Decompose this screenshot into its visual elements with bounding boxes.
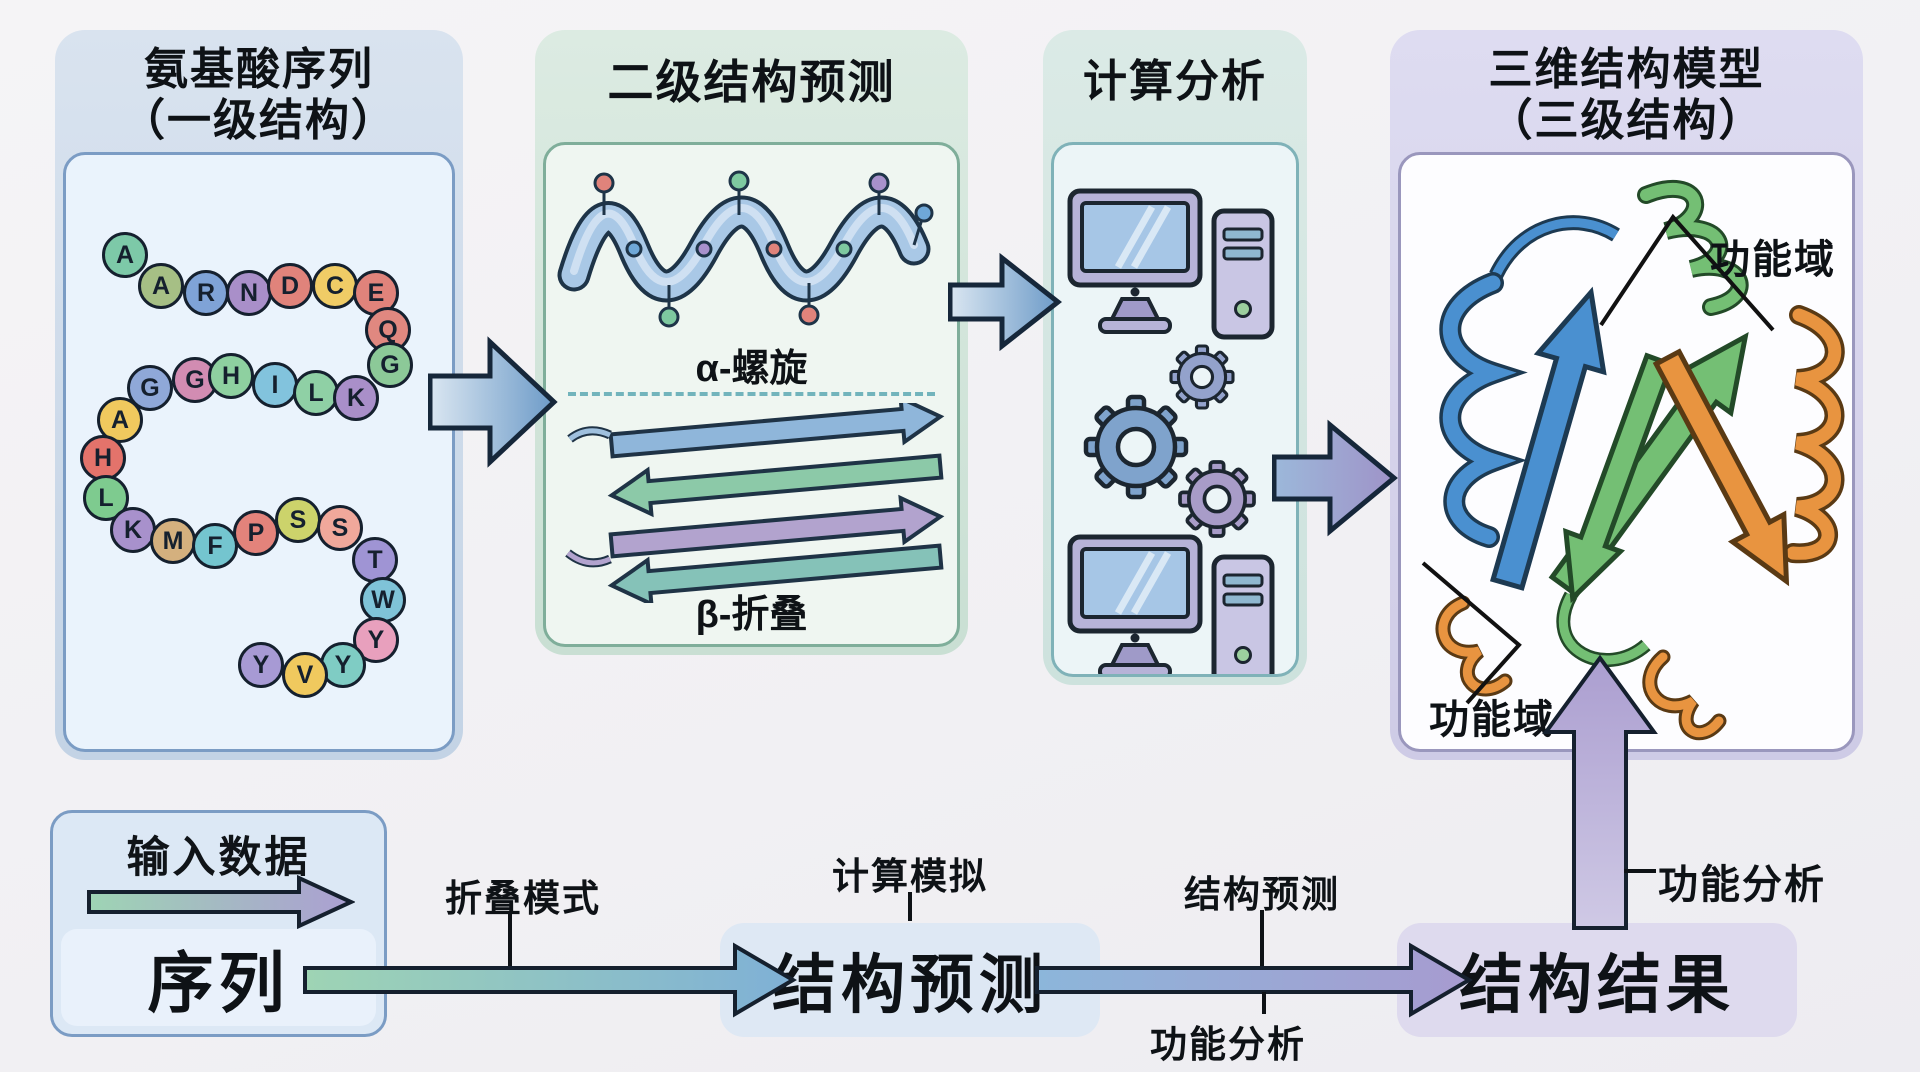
compute-box [1051, 142, 1299, 677]
domain-label-top: 功能域 [1710, 238, 1836, 282]
function-analysis-up-label: 功能分析 [1658, 863, 1826, 907]
panel-primary-title: 氨基酸序列 （一级结构） [55, 30, 463, 146]
panel-secondary-title: 二级结构预测 [607, 56, 896, 108]
amino-acid-T: T [352, 537, 398, 583]
amino-acid-K: K [333, 375, 379, 421]
arrow-prediction-to-result [1035, 942, 1473, 1018]
alpha-helix-label: α-螺旋 [695, 348, 808, 390]
panel-compute-title: 计算分析 [1083, 57, 1267, 106]
function-analysis-annotation: 功能分析 [1150, 1024, 1306, 1065]
amino-acid-W: W [360, 577, 406, 623]
amino-acid-M: M [150, 518, 196, 564]
amino-acid-A: A [138, 263, 184, 309]
secondary-structure-box: α-螺旋 β-折叠 [543, 142, 960, 647]
arrow-compute-to-tertiary [1272, 419, 1398, 537]
panel-tertiary-title-line1: 三维结构模型 [1488, 45, 1765, 94]
input-data-box: 输入数据 序列 [50, 810, 387, 1037]
beta-sheet-illustration [565, 403, 945, 603]
amino-acid-K: K [110, 507, 156, 553]
domain-bracket-bottom [1421, 561, 1522, 705]
divider-dashed-line [568, 392, 935, 396]
amino-acid-S: S [317, 505, 363, 551]
structure-result-label: 结构结果 [1459, 949, 1735, 1021]
amino-acid-A: A [102, 232, 148, 278]
computer-icon [1070, 191, 1272, 337]
alpha-helix-illustration [557, 170, 934, 328]
amino-acid-H: H [208, 353, 254, 399]
gear-icon-small-top [1169, 344, 1235, 410]
amino-acid-V: V [282, 652, 328, 698]
tick-compute-simulation [908, 892, 912, 921]
panel-tertiary-model: 三维结构模型 （三级结构） [1390, 30, 1863, 760]
fold-mode-label: 折叠模式 [445, 878, 601, 919]
tick-function-analysis [1262, 992, 1266, 1014]
gear-icon-small-purple [1178, 460, 1256, 538]
amino-acid-H: H [80, 435, 126, 481]
tertiary-structure-box: 功能域 功能域 [1398, 152, 1855, 752]
beta-sheet-label: β-折叠 [695, 594, 808, 636]
computers-and-gears-illustration [1054, 145, 1296, 674]
structure-prediction-annotation: 结构预测 [1184, 874, 1340, 915]
amino-acid-N: N [226, 270, 272, 316]
compute-simulation-label: 计算模拟 [832, 856, 988, 897]
domain-bracket-top [1599, 213, 1775, 332]
amino-acid-I: I [252, 362, 298, 408]
arrow-result-to-model [1542, 654, 1658, 930]
amino-acid-F: F [192, 523, 238, 569]
tick-function-analysis-up [1624, 869, 1656, 873]
tick-structure-prediction [1260, 910, 1264, 966]
amino-acid-L: L [293, 370, 339, 416]
panel-primary-title-line2: （一级结构） [121, 96, 397, 146]
amino-acid-G: G [367, 342, 413, 388]
input-gradient-arrow [87, 875, 355, 929]
panel-tertiary-title: 三维结构模型 （三级结构） [1390, 30, 1863, 146]
tick-fold-mode [508, 912, 512, 966]
protein-ribbon-illustration [1421, 180, 1845, 741]
computer-icon [1070, 537, 1272, 674]
structure-prediction-label: 结构预测 [772, 949, 1048, 1021]
gear-icon-large-blue [1083, 394, 1189, 500]
amino-acid-S: S [275, 497, 321, 543]
amino-acid-R: R [183, 270, 229, 316]
domain-label-bottom: 功能域 [1429, 698, 1555, 742]
panel-primary-title-line1: 氨基酸序列 [144, 45, 374, 94]
amino-acid-P: P [233, 510, 279, 556]
panel-computational-analysis: 计算分析 [1043, 30, 1307, 685]
amino-acid-E: E [353, 270, 399, 316]
arrow-sequence-to-prediction [303, 942, 797, 1018]
sequence-label: 序列 [147, 945, 290, 1020]
arrow-primary-to-secondary [428, 336, 558, 468]
amino-acid-C: C [312, 263, 358, 309]
amino-acid-Y: Y [238, 642, 284, 688]
panel-secondary-prediction: 二级结构预测 α-螺旋 [535, 30, 968, 655]
input-data-title: 输入数据 [126, 834, 311, 882]
arrow-secondary-to-compute [948, 252, 1062, 352]
amino-acid-D: D [267, 263, 313, 309]
panel-tertiary-title-line2: （三级结构） [1488, 96, 1765, 146]
